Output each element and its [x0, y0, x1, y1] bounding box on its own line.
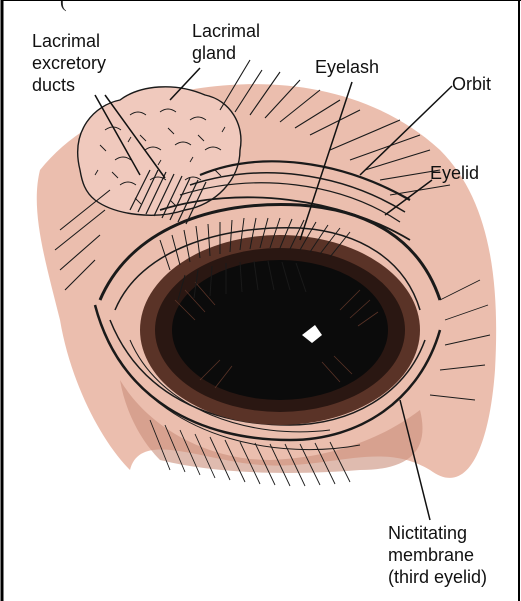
iris-group	[140, 235, 420, 425]
label-eyelash: Eyelash	[315, 56, 379, 78]
label-nictitating-membrane: Nictitating membrane (third eyelid)	[388, 522, 487, 588]
pupil	[172, 260, 388, 400]
label-lacrimal-ducts: Lacrimal excretory ducts	[32, 30, 106, 96]
label-eyelid: Eyelid	[430, 162, 479, 184]
label-lacrimal-gland: Lacrimal gland	[192, 20, 260, 64]
label-orbit: Orbit	[452, 73, 491, 95]
